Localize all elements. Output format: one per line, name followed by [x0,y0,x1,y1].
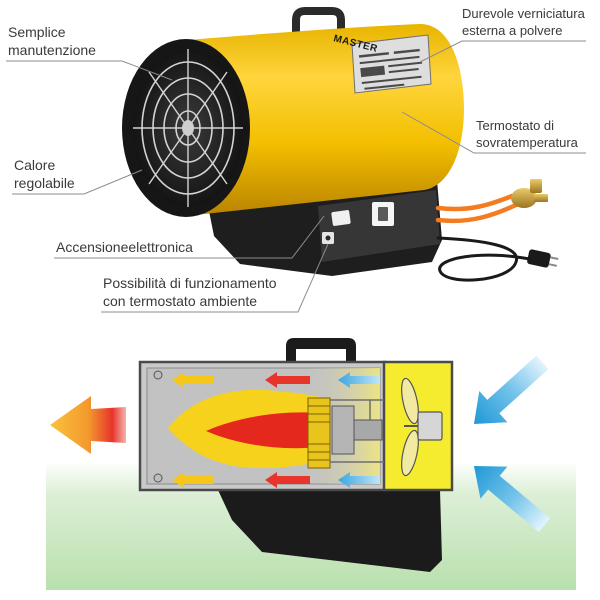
heated-air-arrow [265,472,310,488]
plug-prong [550,256,559,260]
callout-electronic-ignition: Accensioneelettronica [54,215,325,259]
burner-grid [307,397,331,469]
airflow-diagram [46,338,576,590]
grille-spoke [187,71,228,129]
fan-assembly [401,377,443,477]
flame-core [206,412,318,449]
screw [153,370,163,380]
diagram-base [218,490,442,572]
grille-spoke [148,127,189,185]
ignition-switch [331,210,351,226]
callout-text: esterna a polvere [462,23,562,38]
callout-text: Durevole verniciatura [462,6,586,21]
callout-maintenance: Semplice manutenzione [6,24,173,81]
plug-prong [548,263,557,267]
screw [153,473,163,483]
plate-text-line [388,61,423,68]
gas-hose [435,193,515,212]
callout-adjustable-heat: Calore regolabile [12,157,143,195]
callout-leader [101,243,329,313]
heated-air-arrow [265,372,310,388]
valve-body [511,188,537,208]
fan-blade [401,429,419,477]
callout-room-thermostat: Possibilità di funzionamento con termost… [101,243,329,313]
valve-knob [530,179,542,193]
power-cable [436,236,532,282]
cold-air-intake-arrow [474,466,551,533]
callout-text: sovratemperatura [476,135,579,150]
thermostat-socket-hole [325,235,331,241]
callout-text: manutenzione [8,42,96,58]
callout-text: Calore [14,157,55,173]
plug-body [527,249,551,268]
callout-leader [419,40,586,63]
intake-air-arrow [338,372,380,388]
igniter-block [353,419,383,441]
power-plug [527,249,559,268]
plate-text-line [388,68,419,74]
fan-blade [401,377,419,425]
gas-regulator-valve [511,179,548,208]
hot-air-outflow-arrow [50,396,126,454]
carry-handle [292,7,345,42]
rating-plate-text [358,48,423,90]
callout-text: regolabile [14,175,75,191]
callout-overheat-thermostat: Termostato di sovratemperatura [401,111,586,154]
warm-air-arrow [172,472,214,488]
plate-text-line [358,52,390,58]
valve-block [331,405,355,455]
callout-leader [6,60,173,81]
warm-air-arrow [172,372,214,388]
plate-text-block [360,65,386,78]
plate-text-line [393,48,420,55]
valve-outlet [534,194,548,202]
fan-motor [417,411,443,441]
cold-air-intake-arrow [474,355,549,424]
gas-mechanism [330,399,384,463]
callout-text: Semplice [8,24,66,40]
callout-leader [54,215,325,259]
gas-hose [435,202,519,224]
plate-text-line [359,55,420,65]
cold-air-arrow-shape [474,466,551,533]
callout-text: Termostato di [476,118,554,133]
cold-air-arrow-shape [474,355,549,424]
intake-air-arrow [338,472,380,488]
power-switch-rocker [378,207,388,221]
callout-text: Possibilità di funzionamento [103,275,277,291]
grille-spoke [148,71,189,129]
grille-spoke [187,127,228,185]
callout-leader [401,111,586,154]
callout-text: Accensioneelettronica [56,239,193,255]
diagram-handle [286,338,356,368]
fan-guard [122,39,250,217]
grille-hub [182,120,194,136]
heater-photo: MASTER [122,7,559,282]
callout-text: con termostato ambiente [103,293,257,309]
burner-head [307,397,331,469]
callout-powder-coating: Durevole verniciatura esterna a polvere [419,6,586,63]
plate-text-line [361,75,422,85]
callout-leader [12,169,143,195]
plate-text-line [364,83,405,90]
